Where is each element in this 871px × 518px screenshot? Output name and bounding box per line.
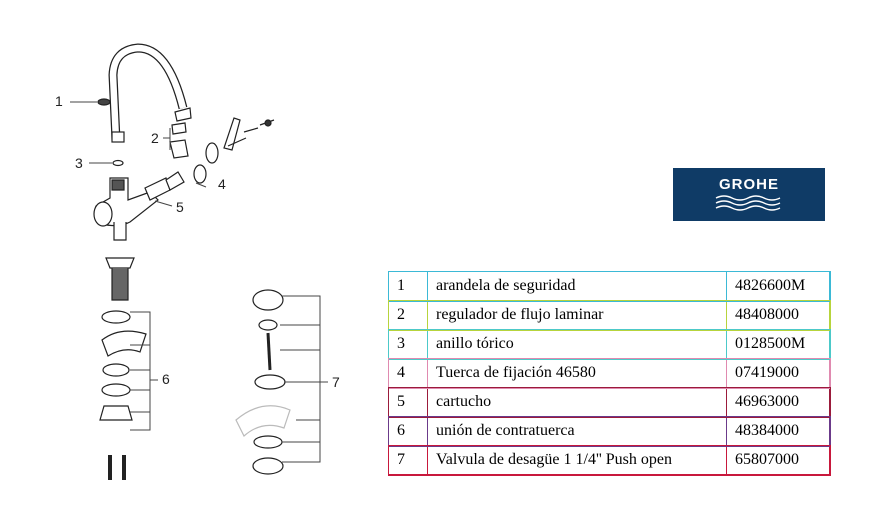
- callout-7: 7: [332, 374, 340, 390]
- drain-gasket: [235, 405, 291, 437]
- part-code: 46963000: [726, 387, 830, 417]
- fixing-ring: [205, 142, 219, 164]
- callout-6: 6: [162, 371, 170, 387]
- part-code: 4826600M: [726, 271, 830, 301]
- part-number: 6: [388, 416, 428, 446]
- part-number: 1: [388, 271, 428, 301]
- part-code: 48384000: [726, 416, 830, 446]
- washer-a: [102, 363, 130, 377]
- stud-bolts: [108, 455, 126, 480]
- drain-body: [252, 457, 284, 475]
- part-number: 2: [388, 300, 428, 330]
- cartridge-cap: [165, 171, 185, 191]
- drain-rod: [266, 332, 272, 371]
- spout-tip: [174, 107, 192, 122]
- callout-2: 2: [151, 130, 159, 146]
- drain-washer: [253, 435, 283, 449]
- logo-text: GROHE: [718, 176, 779, 193]
- drain-flange: [254, 374, 286, 390]
- threaded-rod: [111, 268, 129, 301]
- drain-seal: [258, 319, 278, 331]
- half-shell: [101, 330, 147, 357]
- callout-1: 1: [55, 93, 63, 109]
- part-code: 65807000: [726, 445, 830, 475]
- cartridge-thread: [111, 179, 125, 191]
- part-name: anillo tórico: [427, 329, 727, 359]
- callout-3: 3: [75, 155, 83, 171]
- callout-4: 4: [218, 176, 226, 192]
- security-washer: [97, 98, 111, 106]
- part-number: 3: [388, 329, 428, 359]
- part-number: 4: [388, 358, 428, 388]
- drain-cap: [252, 289, 284, 311]
- water-waves-icon: [715, 195, 781, 211]
- body-end: [93, 201, 113, 227]
- part-name: cartucho: [427, 387, 727, 417]
- part-number: 7: [388, 445, 428, 475]
- part-code: 07419000: [726, 358, 830, 388]
- handle-screw: [264, 119, 272, 127]
- grohe-logo: GROHE: [673, 168, 825, 221]
- part-code: 0128500M: [726, 329, 830, 359]
- fixing-nut: [193, 164, 207, 184]
- aerator: [169, 122, 189, 159]
- part-name: Tuerca de fijación 46580: [427, 358, 727, 388]
- spout-nut: [111, 131, 125, 143]
- leader-lines: [70, 101, 328, 463]
- callout-5: 5: [176, 199, 184, 215]
- washer-b: [101, 383, 131, 397]
- part-name: Valvula de desagüe 1 1/4'' Push open: [427, 445, 727, 475]
- mounting-thread: [105, 257, 135, 269]
- seal-ring: [101, 310, 131, 324]
- lever-handle: [223, 117, 241, 151]
- clamp-plate: [99, 405, 133, 421]
- body-stem: [113, 222, 127, 241]
- part-number: 5: [388, 387, 428, 417]
- part-name: regulador de flujo laminar: [427, 300, 727, 330]
- part-name: unión de contratuerca: [427, 416, 727, 446]
- part-name: arandela de seguridad: [427, 271, 727, 301]
- part-code: 48408000: [726, 300, 830, 330]
- o-ring: [112, 159, 124, 167]
